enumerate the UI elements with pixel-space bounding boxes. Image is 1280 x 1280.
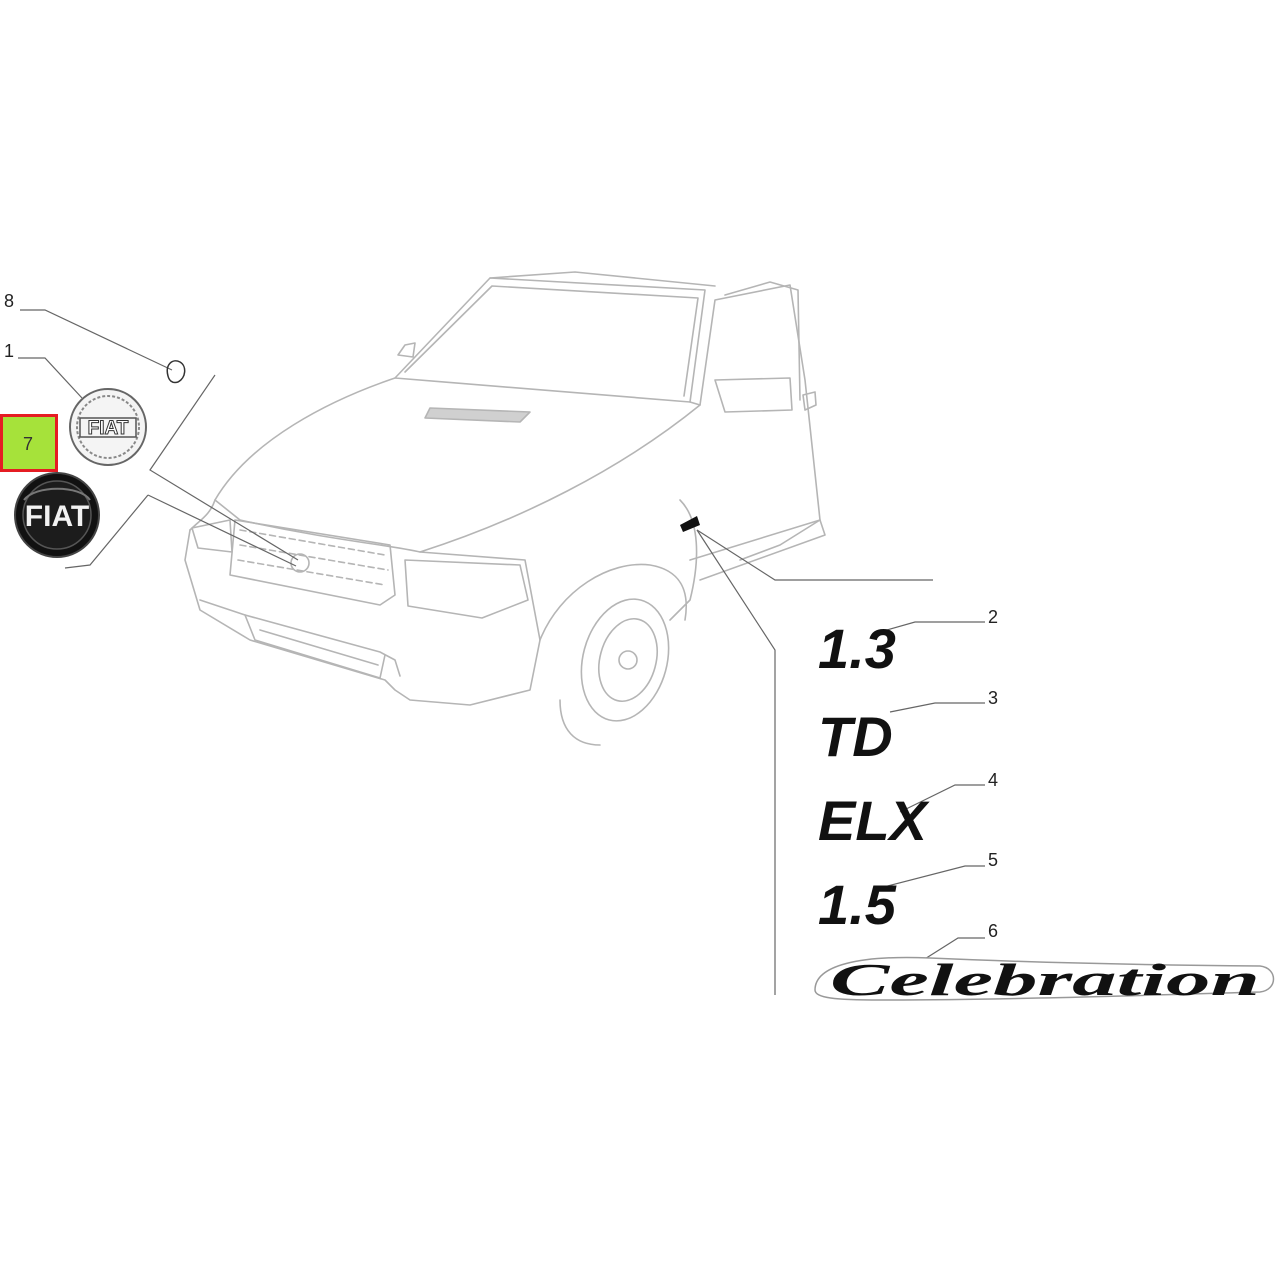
black-emblem-text: FIAT xyxy=(25,500,89,533)
car-windshield xyxy=(394,277,706,403)
leader-line-front-b xyxy=(64,494,149,569)
badge-1-3: 1.3 xyxy=(818,617,896,680)
car-front-wheel-arch xyxy=(539,563,687,641)
leader-line-side xyxy=(696,529,933,581)
leader-line-6 xyxy=(919,937,985,963)
car-grille xyxy=(229,519,396,606)
chrome-emblem-part-1: FIAT xyxy=(69,388,147,466)
callout-1: 1 xyxy=(4,341,15,361)
callout-5: 5 xyxy=(988,850,999,870)
leader-line-front-c xyxy=(147,494,297,567)
callout-7-label: 7 xyxy=(23,434,34,454)
callout-3: 3 xyxy=(988,688,999,708)
car-roof-line xyxy=(489,271,716,287)
celebration-badge: Celebration xyxy=(814,954,1275,1005)
celebration-text: Celebration xyxy=(830,954,1260,1005)
callout-8: 8 xyxy=(4,291,15,311)
leader-line-5 xyxy=(879,865,985,889)
leader-line-1 xyxy=(18,357,83,399)
car-mirror xyxy=(397,342,416,358)
car-headlight-left xyxy=(191,519,233,553)
plug-part-8 xyxy=(166,360,186,384)
callout-6: 6 xyxy=(988,921,999,941)
car-headlight-right xyxy=(404,559,529,619)
badge-1-5: 1.5 xyxy=(818,873,897,936)
car-bumper xyxy=(199,599,401,677)
chrome-emblem-text: FIAT xyxy=(88,418,129,439)
leader-line-front-a xyxy=(149,374,299,561)
leader-line-8 xyxy=(20,309,173,371)
car-hood xyxy=(214,377,701,553)
black-emblem: FIAT xyxy=(14,472,100,558)
leader-line-side-down xyxy=(696,529,776,995)
leader-line-2 xyxy=(879,621,985,633)
badge-td: TD xyxy=(818,705,893,768)
leader-line-3 xyxy=(889,702,985,713)
leader-line-4 xyxy=(899,784,985,813)
side-badge-mark xyxy=(680,516,700,532)
callout-2: 2 xyxy=(988,607,999,627)
car-front xyxy=(184,529,541,706)
car-sill xyxy=(689,519,826,581)
highlighted-callout-7[interactable]: 7 xyxy=(0,414,58,472)
callout-4: 4 xyxy=(988,770,999,790)
car-front-wheel xyxy=(580,598,670,722)
car-door xyxy=(699,284,821,561)
badge-elx: ELX xyxy=(818,789,931,852)
